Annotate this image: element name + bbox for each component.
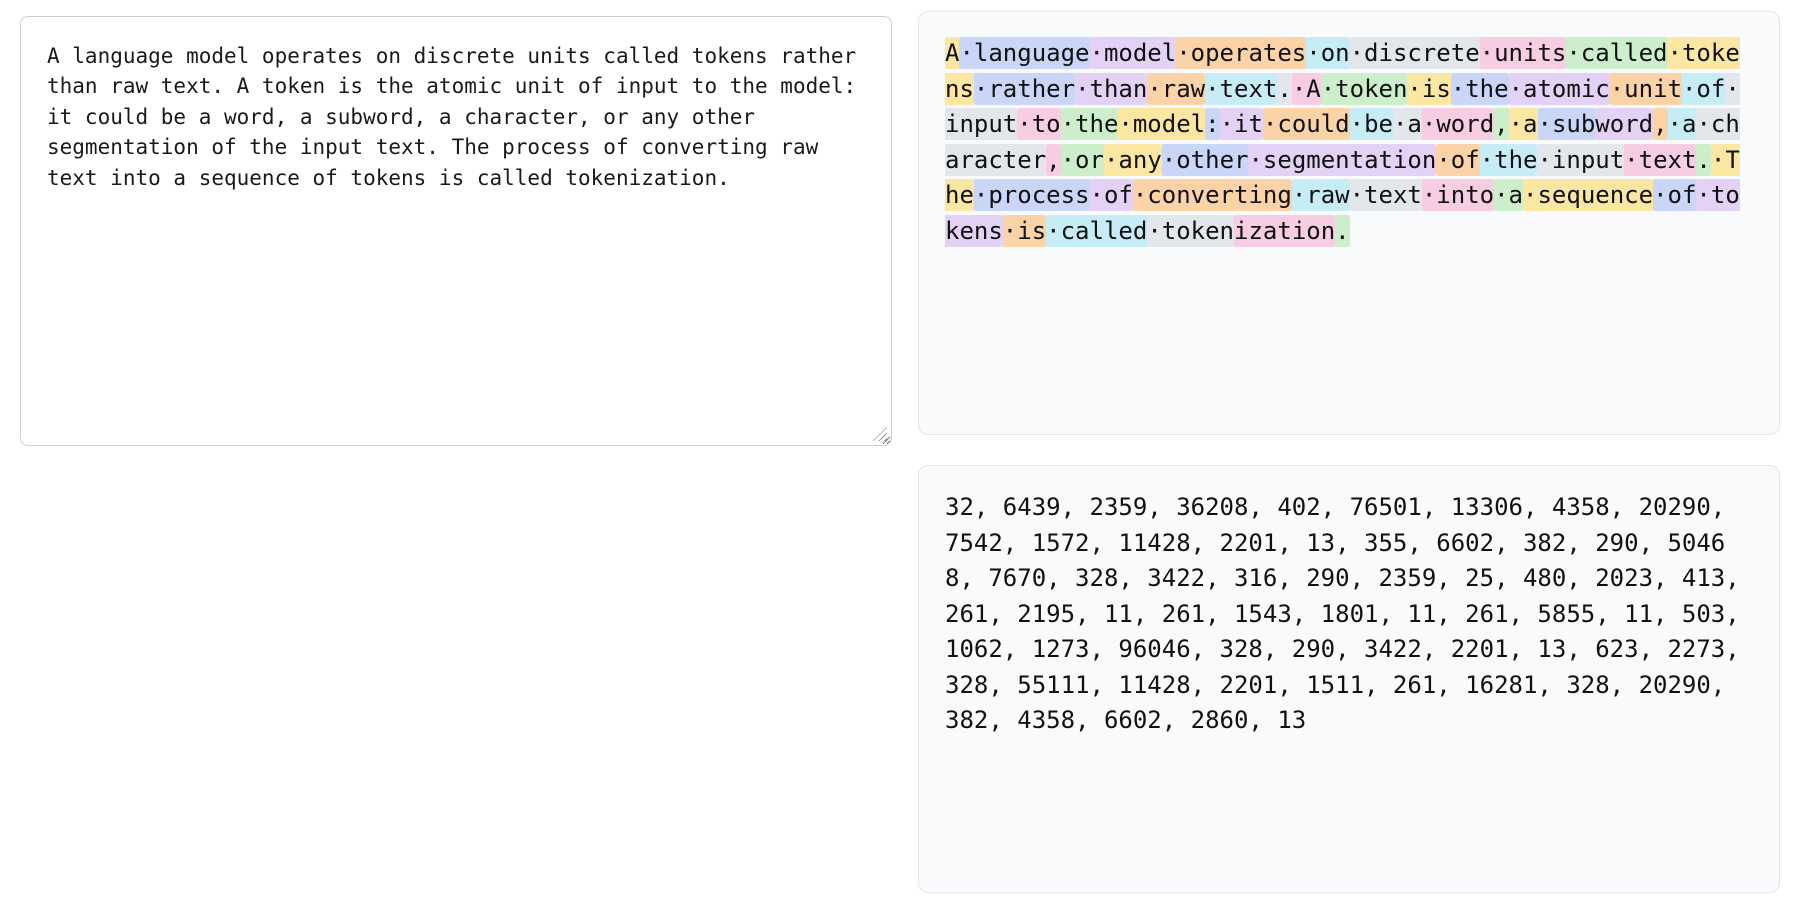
token-chip: ·operates <box>1176 37 1307 69</box>
token-chip: , <box>1494 108 1509 141</box>
token-chip: ·than <box>1075 72 1148 105</box>
token-chip: ·model <box>1118 108 1206 141</box>
token-chip: word <box>1595 108 1654 141</box>
token-stream: A·language·model·operates·on·discrete·un… <box>945 36 1753 249</box>
token-chip: , <box>1046 143 1061 176</box>
token-chip: , <box>1653 108 1668 141</box>
token-chip: A <box>945 37 960 69</box>
token-chip: ·language <box>959 37 1090 69</box>
token-chip: ·discrete <box>1349 37 1480 69</box>
token-chip: ·a <box>1392 108 1422 141</box>
token-chip: ·segmentation <box>1248 143 1437 176</box>
token-chip: ·the <box>1450 72 1509 105</box>
token-chip: ·A <box>1291 72 1321 105</box>
token-chip: ·atomic <box>1508 72 1610 105</box>
token-chip: ·is <box>1407 72 1451 105</box>
token-ids-panel: 32, 6439, 2359, 36208, 402, 76501, 13306… <box>918 465 1780 893</box>
token-chip: ·units <box>1479 37 1567 69</box>
token-chip: ·raw <box>1147 72 1206 105</box>
token-chip: ·unit <box>1609 72 1682 105</box>
token-chip: . <box>1335 214 1350 247</box>
token-chip: ·on <box>1306 37 1350 69</box>
token-chip: ·the <box>1479 143 1538 176</box>
token-chip: ·to <box>1017 108 1061 141</box>
token-chip: ·rather <box>973 72 1076 105</box>
token-chip: ·model <box>1089 37 1177 69</box>
token-chip: ·input <box>1537 143 1625 176</box>
token-visualization-panel: A·language·model·operates·on·discrete·un… <box>918 11 1780 435</box>
token-chip: ·text <box>1624 143 1697 176</box>
token-chip: ·converting <box>1132 179 1292 212</box>
token-chip: ·called <box>1566 37 1668 69</box>
token-chip: ·sub <box>1537 108 1596 141</box>
token-chip: ·text <box>1349 179 1422 212</box>
token-chip: ·could <box>1262 108 1350 141</box>
token-chip: ·token <box>1320 72 1408 105</box>
token-chip: ·word <box>1421 108 1495 141</box>
text-input[interactable]: A language model operates on discrete un… <box>20 16 892 446</box>
token-chip: . <box>1277 72 1292 105</box>
token-chip: ·is <box>1002 214 1047 247</box>
token-chip: ·of <box>1089 179 1133 212</box>
token-chip: ·into <box>1421 179 1495 212</box>
token-chip: ·token <box>1147 214 1235 247</box>
token-chip: ·of <box>1653 179 1697 212</box>
token-chip: ization <box>1234 214 1336 247</box>
token-chip: ·it <box>1219 108 1263 141</box>
token-chip: ·a <box>1667 108 1697 141</box>
token-chip: ·of <box>1436 143 1480 176</box>
token-chip: ·or <box>1060 143 1104 176</box>
token-chip: ·process <box>973 179 1090 212</box>
token-chip: ·other <box>1161 143 1249 176</box>
token-chip: ·any <box>1103 143 1162 176</box>
token-chip: ·be <box>1349 108 1393 141</box>
token-chip: ·the <box>1060 108 1119 141</box>
token-chip: ·a <box>1508 108 1538 141</box>
token-ids-text: 32, 6439, 2359, 36208, 402, 76501, 13306… <box>945 493 1755 735</box>
token-chip: ·called <box>1046 214 1148 247</box>
token-chip: ·raw <box>1291 179 1350 212</box>
token-chip: ·text <box>1205 72 1278 105</box>
token-chip: : <box>1205 108 1220 141</box>
token-chip: ·of <box>1681 72 1726 105</box>
token-chip: ·sequence <box>1523 179 1654 212</box>
token-chip: ·a <box>1494 179 1524 212</box>
token-chip: . <box>1696 143 1711 176</box>
